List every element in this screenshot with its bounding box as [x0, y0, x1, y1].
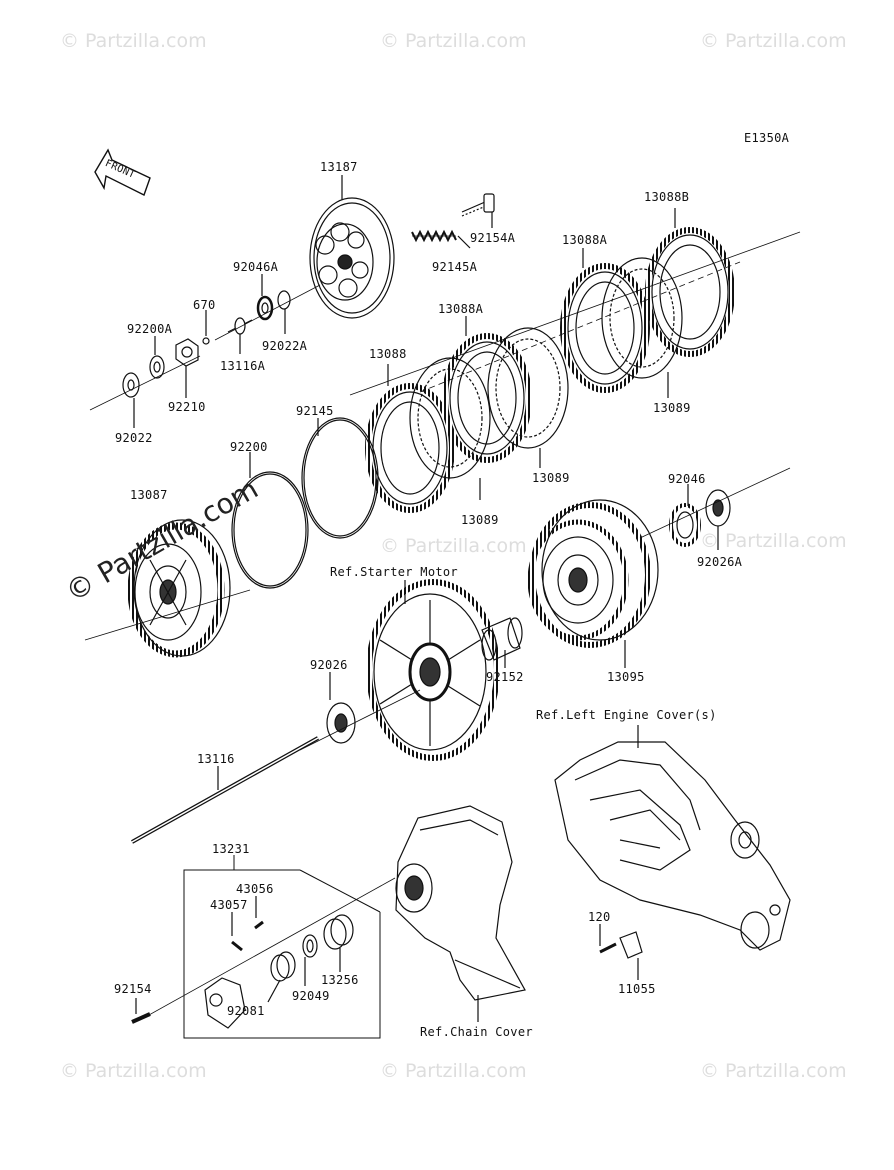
slave-cylinder — [204, 977, 246, 1029]
part-label[interactable]: 92145 — [296, 404, 334, 418]
starter-gear — [366, 579, 500, 761]
bearing-92046A — [256, 295, 274, 321]
part-label[interactable]: 92154 — [114, 982, 152, 996]
part-label[interactable]: 13088 — [369, 347, 407, 361]
piston-92081 — [270, 951, 296, 982]
washer-92026 — [326, 702, 356, 744]
chain-cover — [395, 805, 526, 1001]
part-label[interactable]: 13089 — [461, 513, 499, 527]
steel-plate-13089-middle — [487, 327, 569, 449]
part-label[interactable]: 92081 — [227, 1004, 265, 1018]
part-label[interactable]: 120 — [588, 910, 611, 924]
part-label[interactable]: 92022A — [262, 339, 308, 353]
friction-plate-13088B — [645, 227, 735, 357]
steel-plate-13089-upper — [601, 257, 683, 379]
part-label[interactable]: 13088A — [562, 233, 608, 247]
part-label[interactable]: 92046A — [233, 260, 279, 274]
part-label[interactable]: 13088A — [438, 302, 484, 316]
needle-bearing-92046 — [669, 503, 701, 547]
push-rod-13116 — [131, 736, 319, 844]
bleeder-43056 — [254, 920, 264, 930]
part-label[interactable]: 92049 — [292, 989, 330, 1003]
clutch-housing-13087 — [127, 519, 231, 658]
ring-670 — [202, 337, 210, 345]
ref-chain-cover: Ref.Chain Cover — [420, 1025, 533, 1039]
part-label[interactable]: 13087 — [130, 488, 168, 502]
bolt-92154 — [131, 1012, 151, 1024]
washer-92022A — [277, 290, 291, 310]
part-label[interactable]: 92046 — [668, 472, 706, 486]
part-label[interactable]: 92026 — [310, 658, 348, 672]
part-label[interactable]: 43056 — [236, 882, 274, 896]
part-label[interactable]: 13089 — [653, 401, 691, 415]
spring-92145A — [411, 229, 457, 243]
ref-starter-motor: Ref.Starter Motor — [330, 565, 458, 579]
front-arrow-icon — [94, 148, 151, 196]
friction-plate-13088A-upper — [560, 263, 650, 393]
part-label[interactable]: 13095 — [607, 670, 645, 684]
part-label[interactable]: 13116A — [220, 359, 266, 373]
ref-left-engine-cover: Ref.Left Engine Cover(s) — [536, 708, 717, 722]
cup-13256 — [323, 914, 354, 950]
part-label[interactable]: 92145A — [432, 260, 478, 274]
part-label[interactable]: 11055 — [618, 982, 656, 996]
part-label[interactable]: 13116 — [197, 752, 235, 766]
friction-plate-13088 — [365, 383, 455, 513]
pressure-plate-13187 — [309, 197, 395, 319]
washer-92022 — [122, 372, 140, 398]
part-label[interactable]: 92026A — [697, 555, 743, 569]
part-label[interactable]: 92022 — [115, 431, 153, 445]
seal-92049 — [302, 934, 318, 958]
cap-43057 — [231, 940, 243, 952]
part-label[interactable]: 13089 — [532, 471, 570, 485]
part-label[interactable]: 92210 — [168, 400, 206, 414]
part-label[interactable]: 43057 — [210, 898, 248, 912]
part-label[interactable]: 92152 — [486, 670, 524, 684]
part-label[interactable]: 13256 — [321, 973, 359, 987]
diagram-code: E1350A — [744, 131, 790, 145]
part-label[interactable]: 92154A — [470, 231, 516, 245]
part-label[interactable]: 670 — [193, 298, 216, 312]
left-engine-cover — [554, 741, 791, 951]
washer-92200A — [149, 355, 165, 379]
bolt-120 — [599, 942, 617, 954]
part-label[interactable]: 13088B — [644, 190, 690, 204]
o-ring-92145 — [301, 417, 379, 539]
washer-92026A — [705, 489, 731, 527]
bracket-11055 — [619, 931, 643, 959]
part-label[interactable]: 92200 — [230, 440, 268, 454]
part-label[interactable]: 13231 — [212, 842, 250, 856]
part-label[interactable]: 13187 — [320, 160, 358, 174]
friction-plate-13088A-middle — [442, 333, 532, 463]
part-label[interactable]: 92200A — [127, 322, 173, 336]
clutch-hub-13095 — [527, 499, 659, 648]
o-ring-92200 — [231, 471, 309, 589]
bolt-92154A — [461, 193, 495, 217]
